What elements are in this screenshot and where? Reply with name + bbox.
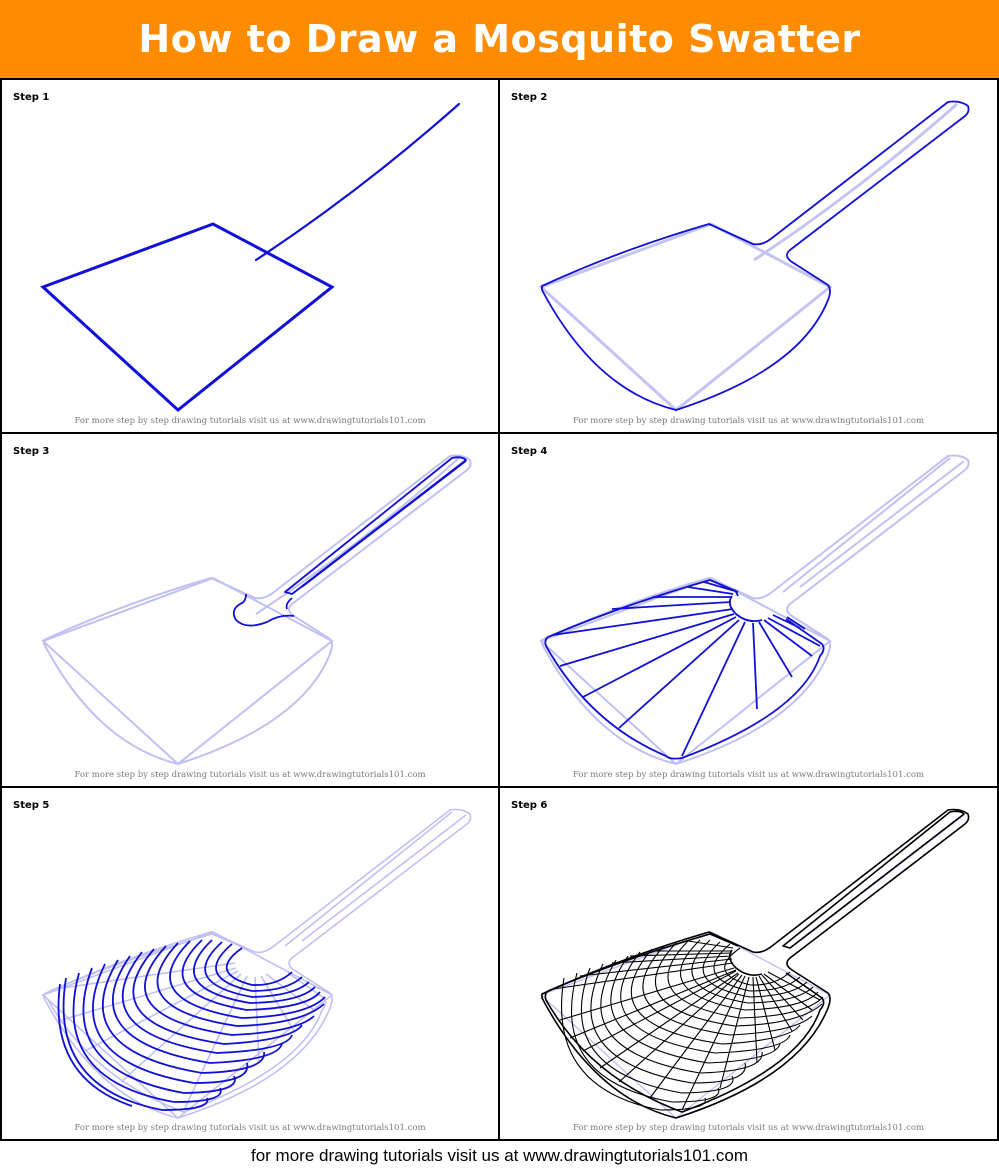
step-label: Step 6: [511, 800, 548, 811]
credit-text: For more step by step drawing tutorials …: [74, 1123, 426, 1133]
footer-credit: for more drawing tutorials visit us at w…: [0, 1141, 999, 1171]
title-banner: How to Draw a Mosquito Swatter: [0, 0, 999, 78]
step-panel-4: Step 4: [498, 432, 999, 788]
step-label: Step 4: [511, 446, 548, 457]
step-3-drawing: [41, 454, 472, 766]
concentric-arcs: [57, 939, 326, 1111]
step-5-drawing: [41, 808, 472, 1120]
credit-text: For more step by step drawing tutorials …: [572, 416, 925, 426]
credit-text: For more step by step drawing tutorials …: [572, 770, 925, 780]
step-label: Step 1: [13, 92, 50, 103]
step-label: Step 5: [13, 800, 50, 811]
step-6-drawing: [539, 808, 970, 1119]
step-panel-5: Step 5: [0, 786, 500, 1141]
step-panel-6: Step 6: [498, 786, 999, 1141]
credit-text: For more step by step drawing tutorials …: [572, 1123, 925, 1133]
mesh: [552, 939, 824, 1111]
step-panel-1: Step 1 For more step by step drawing tut…: [0, 78, 500, 434]
step-4-drawing: [539, 454, 970, 766]
step-2-drawing: [538, 100, 970, 412]
steps-grid: Step 1 For more step by step drawing tut…: [0, 78, 999, 1141]
page-title: How to Draw a Mosquito Swatter: [138, 17, 861, 61]
step-1-drawing: [40, 102, 461, 412]
credit-text: For more step by step drawing tutorials …: [74, 416, 426, 426]
step-panel-3: Step 3 For more step by step drawing tut…: [0, 432, 500, 788]
credit-text: For more step by step drawing tutorials …: [74, 770, 426, 780]
step-label: Step 3: [13, 446, 50, 457]
step-panel-2: Step 2 For more step by step drawing tut…: [498, 78, 999, 434]
footer-text: for more drawing tutorials visit us at w…: [251, 1146, 748, 1165]
step-label: Step 2: [511, 92, 548, 103]
